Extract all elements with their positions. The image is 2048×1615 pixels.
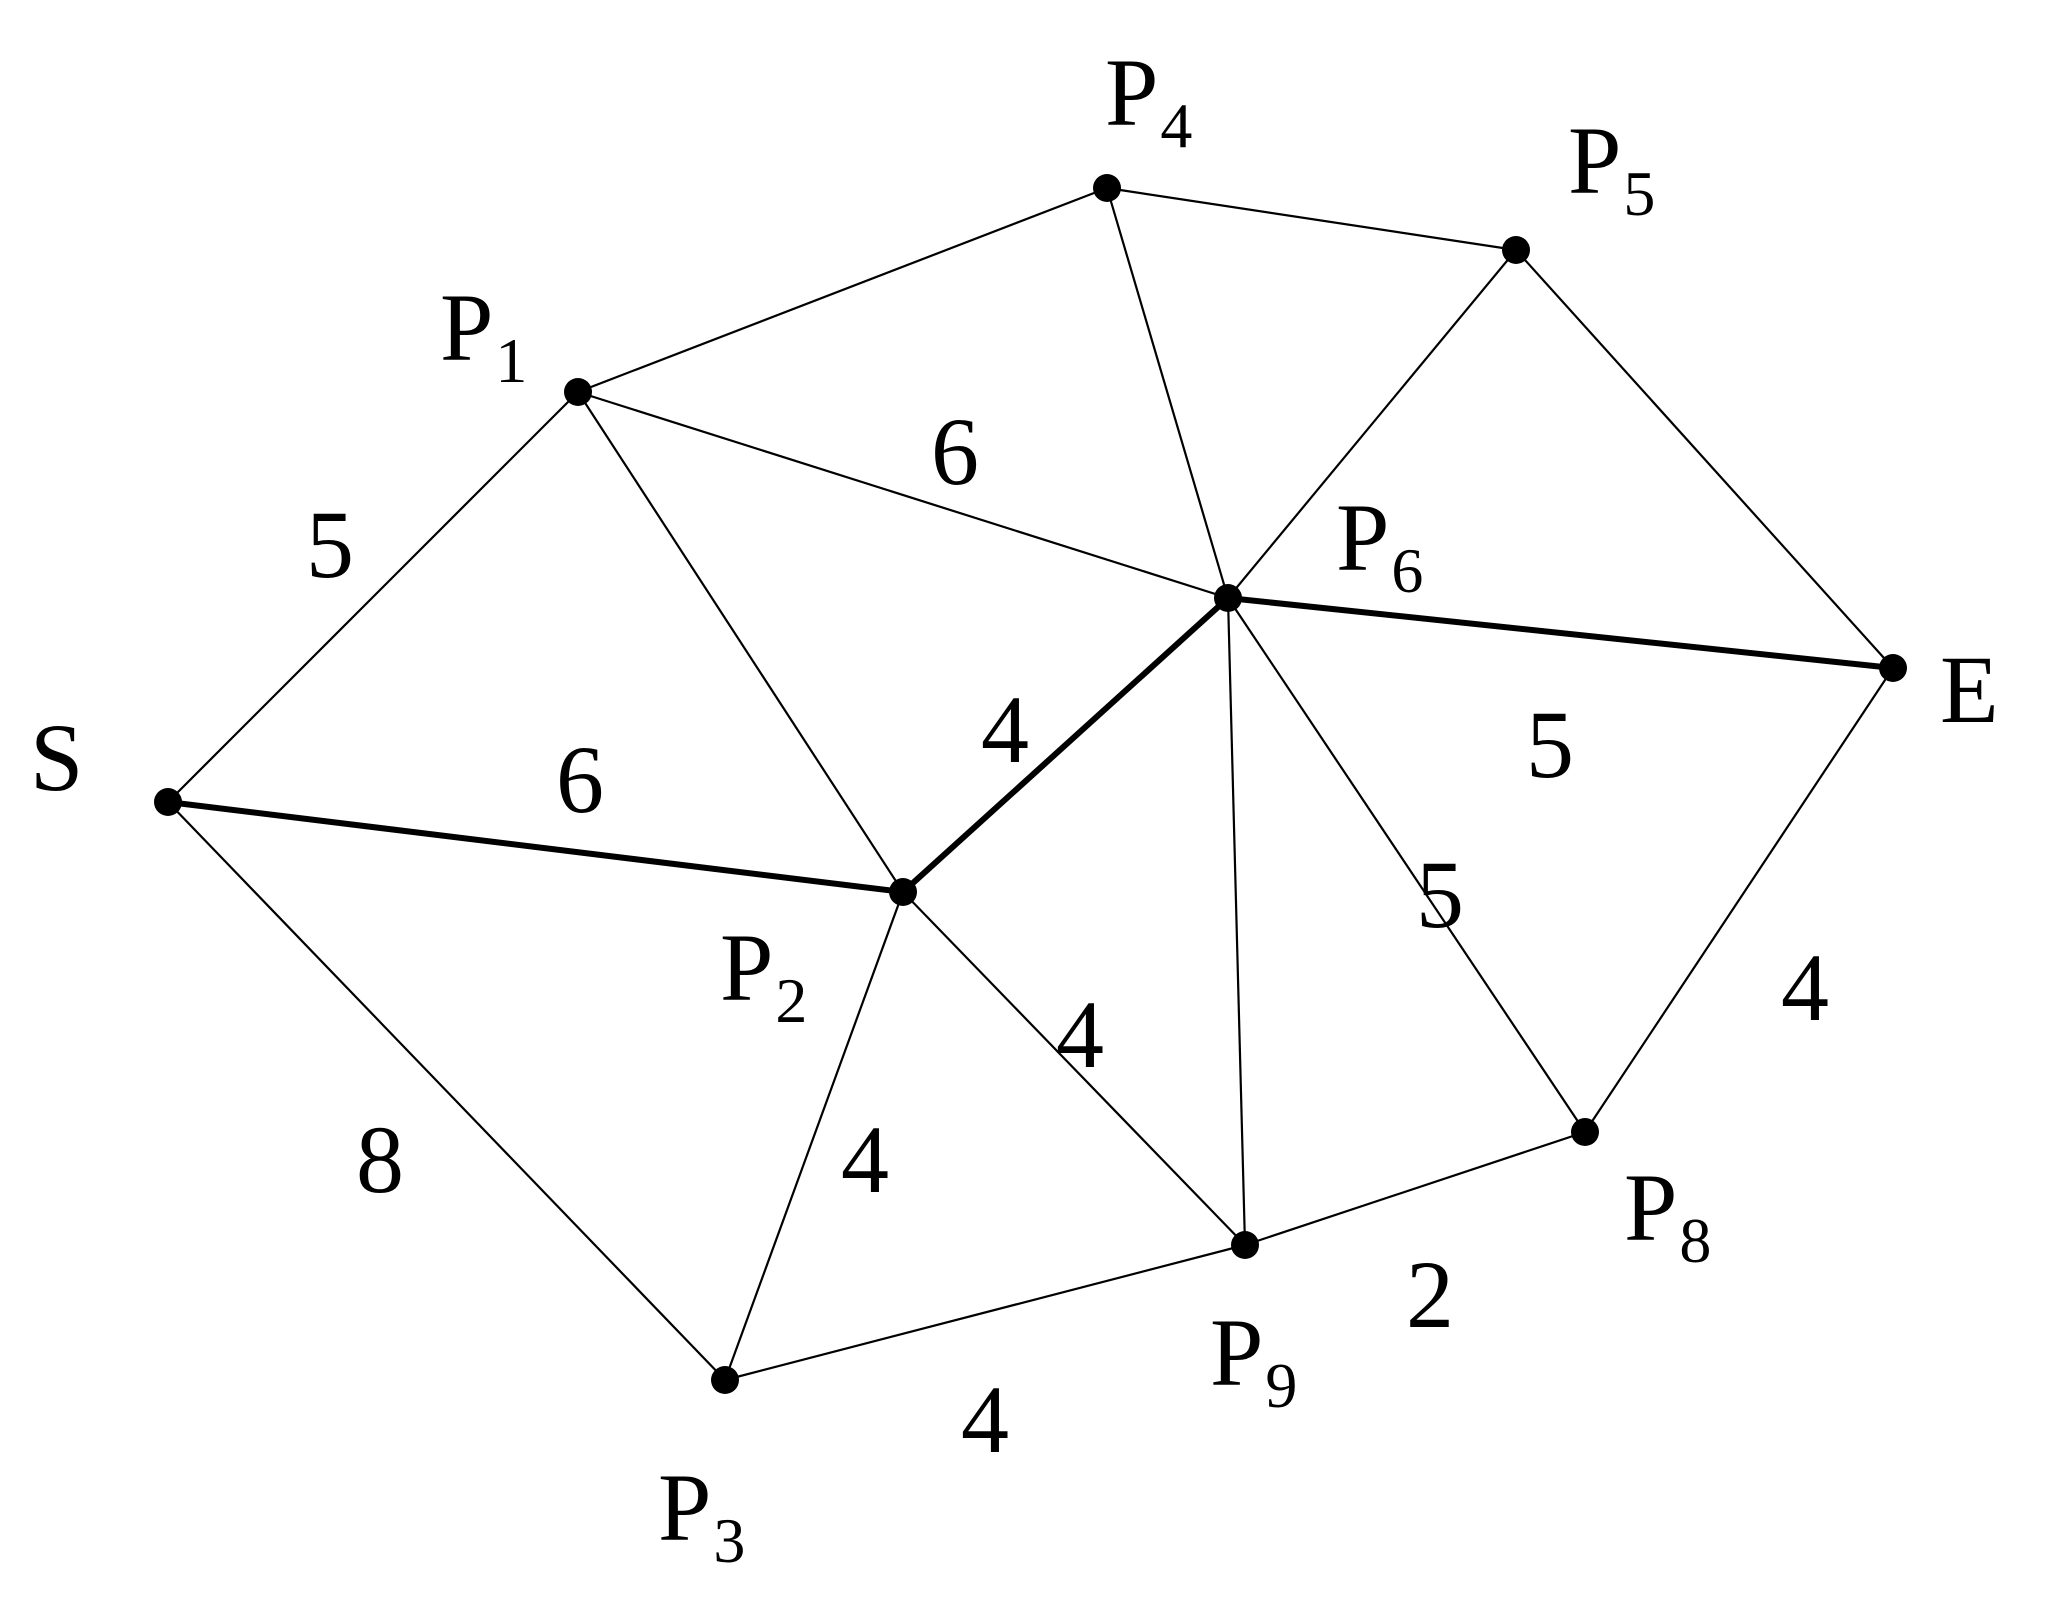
node-label-base: P bbox=[658, 1454, 711, 1561]
node-p2 bbox=[889, 878, 917, 906]
edge-weight-s-p3: 8 bbox=[356, 1106, 404, 1213]
node-p5 bbox=[1502, 236, 1530, 264]
edge-p1-p2 bbox=[576, 390, 905, 894]
node-label-s: S bbox=[30, 704, 83, 811]
node-label-e: E bbox=[1940, 636, 1999, 743]
edge-weight-p6-e: 5 bbox=[1526, 691, 1574, 798]
edge-p5-p6 bbox=[1226, 248, 1518, 600]
edge-weight-p2-p9: 4 bbox=[1056, 981, 1104, 1088]
node-label-subscript: 2 bbox=[775, 965, 807, 1036]
node-label-p6: P6 bbox=[1336, 484, 1423, 606]
node-label-subscript: 6 bbox=[1391, 535, 1423, 606]
node-label-base: P bbox=[1568, 107, 1621, 214]
node-label-subscript: 5 bbox=[1623, 158, 1655, 229]
edge-p3-p9 bbox=[723, 1243, 1247, 1382]
node-p1 bbox=[564, 378, 592, 406]
edge-weight-s-p2: 6 bbox=[556, 726, 604, 833]
node-p8 bbox=[1571, 1118, 1599, 1146]
edge-p6-e-path bbox=[1225, 595, 1896, 671]
edge-p6-p8 bbox=[1226, 596, 1587, 1134]
node-label-base: P bbox=[1210, 1299, 1263, 1406]
node-label-subscript: 9 bbox=[1265, 1350, 1297, 1421]
node-label-base: P bbox=[1105, 39, 1158, 146]
edge-weight-p9-p8: 2 bbox=[1406, 1241, 1454, 1348]
edges-layer bbox=[165, 186, 1896, 1382]
node-label-subscript: 3 bbox=[713, 1505, 745, 1576]
edge-p5-e bbox=[1514, 248, 1895, 670]
edge-p4-p6 bbox=[1105, 186, 1230, 600]
edge-s-p2-path bbox=[165, 799, 906, 895]
node-p3 bbox=[711, 1366, 739, 1394]
edge-weight-p6-p8: 5 bbox=[1416, 841, 1464, 948]
node-label-p9: P9 bbox=[1210, 1299, 1297, 1421]
edge-weight-p3-p9: 4 bbox=[961, 1366, 1009, 1473]
edge-s-p3 bbox=[166, 800, 727, 1382]
node-label-p2: P2 bbox=[720, 914, 807, 1036]
node-p4 bbox=[1093, 174, 1121, 202]
node-label-subscript: 1 bbox=[495, 325, 527, 396]
node-e bbox=[1879, 654, 1907, 682]
edge-weight-p2-p6: 4 bbox=[981, 676, 1029, 783]
edge-weight-p8-e: 4 bbox=[1781, 934, 1829, 1041]
edge-weight-p1-p6: 6 bbox=[931, 398, 979, 505]
node-p6 bbox=[1214, 584, 1242, 612]
node-label-p4: P4 bbox=[1105, 39, 1192, 161]
edge-p9-p8 bbox=[1243, 1130, 1587, 1247]
node-label-base: P bbox=[1336, 484, 1389, 591]
edge-p2-p6-path bbox=[900, 595, 1231, 895]
node-s bbox=[154, 788, 182, 816]
edge-p1-p4 bbox=[576, 186, 1109, 394]
node-label-base: S bbox=[30, 704, 83, 811]
edge-p1-p6 bbox=[576, 390, 1230, 600]
node-label-p8: P8 bbox=[1624, 1154, 1711, 1276]
edge-s-p1 bbox=[166, 390, 580, 804]
edge-p8-e bbox=[1583, 666, 1895, 1134]
node-label-subscript: 8 bbox=[1679, 1205, 1711, 1276]
edge-weight-s-p1: 5 bbox=[306, 491, 354, 598]
node-label-base: E bbox=[1940, 636, 1999, 743]
node-label-base: P bbox=[440, 274, 493, 381]
node-label-p1: P1 bbox=[440, 274, 527, 396]
node-label-base: P bbox=[1624, 1154, 1677, 1261]
edge-p2-p3 bbox=[723, 890, 905, 1382]
nodes-layer bbox=[154, 174, 1907, 1394]
edge-weight-p2-p3: 4 bbox=[841, 1106, 889, 1213]
node-p9 bbox=[1231, 1231, 1259, 1259]
node-label-base: P bbox=[720, 914, 773, 1021]
edge-p4-p5 bbox=[1105, 186, 1518, 252]
node-label-p3: P3 bbox=[658, 1454, 745, 1576]
edge-p6-p9 bbox=[1226, 596, 1247, 1247]
node-label-subscript: 4 bbox=[1160, 90, 1192, 161]
node-label-p5: P5 bbox=[1568, 107, 1655, 229]
edge-p2-p9 bbox=[901, 890, 1247, 1247]
